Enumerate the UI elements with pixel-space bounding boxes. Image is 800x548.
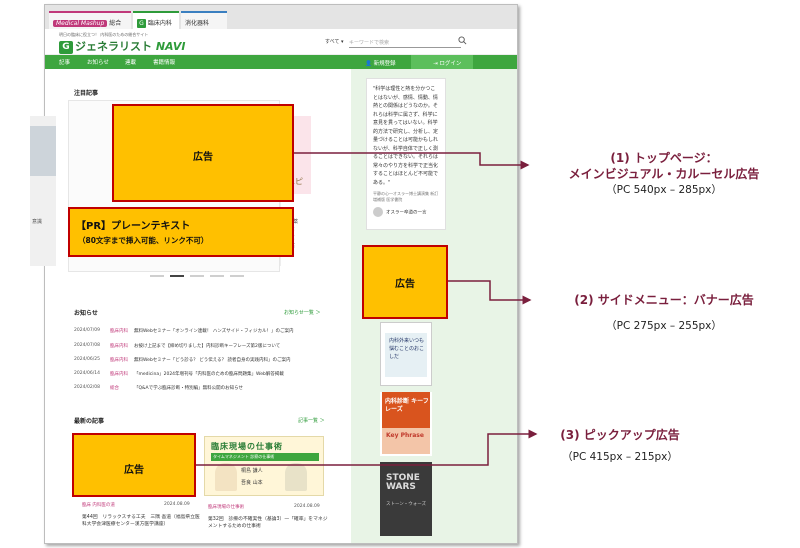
news-more-link[interactable]: お知らせ一覧 ＞ — [284, 310, 321, 316]
register-button[interactable]: 👤 新規登録 — [351, 55, 411, 69]
carousel-dot[interactable] — [230, 275, 244, 277]
book-banner[interactable]: STONE WARS ストーン・ウォーズ — [380, 462, 432, 536]
carousel-dot[interactable] — [190, 275, 204, 277]
search-bar: すべて ▾ キーワードで検索 — [325, 36, 467, 49]
carousel-prev-slide[interactable]: 意識 — [30, 116, 56, 266]
doctor-illustration-icon — [215, 463, 237, 491]
latest-more-link[interactable]: 記事一覧 ＞ — [298, 418, 325, 424]
quote-card: "科学は理性と熱を分かつことはないが、感情、情動、情熱との関係はどうなのか。それ… — [366, 78, 446, 230]
latest-article-title[interactable]: 第44回 リラックスする工夫 三隅 吾道（福島県立医科大学会津医療センター漢方医… — [82, 515, 200, 527]
annotation-carousel: (1) トップページ： メインビジュアル・カルーセル広告 （PC 540px –… — [568, 151, 760, 196]
nav-books[interactable]: 書籍情報 — [153, 60, 176, 66]
tab-clinical-internal[interactable]: G 臨床内科 — [133, 11, 179, 29]
site-tabs: Medical Mashup 総合 G 臨床内科 消化器科 — [45, 5, 517, 29]
nav-series[interactable]: 連載 — [125, 60, 137, 66]
search-icon[interactable] — [458, 36, 467, 45]
nav-news[interactable]: お知らせ — [87, 60, 109, 66]
news-title: お知らせ — [74, 310, 98, 317]
search-scope-select[interactable]: すべて ▾ — [325, 39, 344, 45]
sidebar-ad-box[interactable]: 広告 — [362, 245, 448, 319]
carousel-dot[interactable] — [150, 275, 164, 277]
login-button[interactable]: ⇥ ログイン — [411, 55, 473, 69]
main-nav: 記事 お知らせ 連載 書籍情報 👤 新規登録 ⇥ ログイン — [45, 55, 517, 69]
book-banner[interactable]: 内科診断 キーフレーズ Key Phrase — [380, 392, 432, 456]
pickup-ad-box[interactable]: 広告 — [72, 433, 196, 497]
latest-title: 最新の記事 — [74, 418, 105, 425]
login-icon: ⇥ — [433, 61, 438, 67]
user-plus-icon: 👤 — [365, 61, 372, 67]
latest-article-title[interactable]: 第32回 診療の不確実性（基論3）—「確率」をマネジメントするための仕事術 — [208, 517, 328, 529]
pr-text-ad-box: 【PR】プレーンテキスト （80文字まで挿入可能、リンク不可） — [68, 207, 294, 257]
book-banner[interactable]: 内科外来いつも悩むことのおこしだ — [380, 322, 432, 386]
featured-title: 注目記事 — [74, 90, 99, 97]
g-logo-icon: G — [59, 40, 73, 54]
search-input[interactable]: キーワードで検索 — [349, 37, 461, 48]
annotation-sidebar: (2) サイドメニュー：バナー広告 （PC 275px – 255px） — [574, 293, 754, 332]
latest-article-thumbnail[interactable]: 臨床現場の仕事術 タイムマネジメント 診察の仕事術 桐島 謙人 吾良 山本 — [204, 436, 324, 496]
carousel-ad-box[interactable]: 広告 — [112, 104, 294, 202]
tab-medical-mashup[interactable]: Medical Mashup 総合 — [49, 11, 131, 29]
avatar — [373, 207, 383, 217]
tab-gastro[interactable]: 消化器科 — [181, 11, 227, 29]
carousel-dot-active[interactable] — [170, 275, 184, 277]
doctor-illustration-icon — [285, 463, 307, 491]
nav-articles[interactable]: 記事 — [59, 60, 71, 66]
annotation-pickup: (3) ピックアップ広告 （PC 415px – 215px） — [560, 428, 680, 463]
carousel-dot[interactable] — [210, 275, 224, 277]
